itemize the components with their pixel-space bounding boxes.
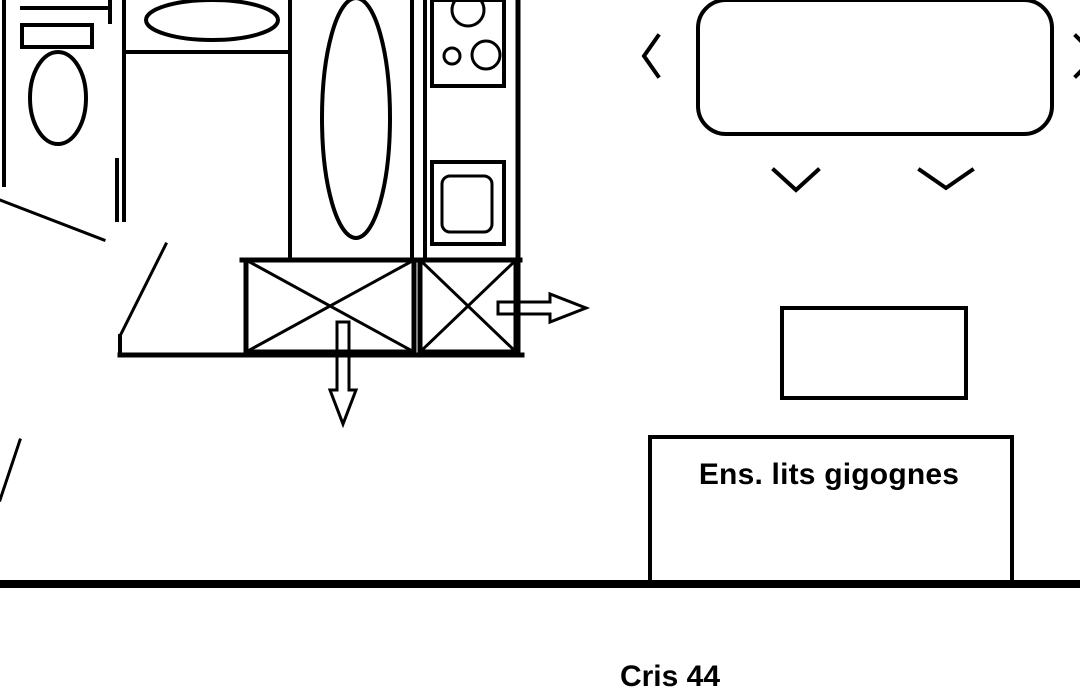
bunk-bed-label: Ens. lits gigognes [698,458,960,491]
down-arrow-icon [327,320,359,429]
dining-table [696,0,1054,136]
chair-bottom-left-icon [771,167,821,193]
chair-right-icon [1073,33,1080,79]
toilet [20,0,112,146]
door-swings [0,198,169,502]
cooktop [430,0,506,88]
kitchen-sink [430,160,506,246]
bunk-bed [648,435,1014,582]
low-table [780,306,968,400]
plan-title: Cris 44 [619,660,721,693]
storage-cupboards [239,257,523,355]
chair-left-icon [641,33,661,79]
right-arrow-icon [496,291,591,325]
sink [144,0,280,42]
chair-bottom-right-icon [917,167,975,191]
bathtub [320,0,392,240]
